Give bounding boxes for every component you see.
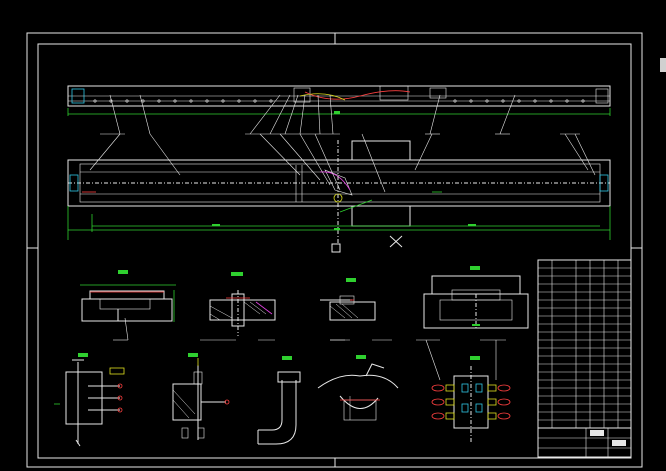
detail-e-bracket: [54, 353, 125, 447]
detail-d-end-view: [423, 266, 529, 330]
detail-c-section: [320, 278, 376, 341]
detail-j-manifold: [416, 339, 511, 444]
plan-view: [67, 133, 611, 253]
detail-f-valve: [172, 353, 230, 440]
top-elevation-view: [67, 85, 611, 116]
bolt-pattern-top: [93, 99, 585, 103]
detail-h-saddle: [317, 339, 399, 421]
leader-lines-top: [100, 94, 580, 135]
scrollbar-thumb[interactable]: [660, 58, 666, 72]
detail-a-section: [80, 270, 176, 341]
detail-b-section: [200, 272, 276, 341]
parts-list-table: [537, 259, 632, 458]
sheet-outer-border: [26, 32, 643, 468]
leader-lines-plan: [89, 133, 596, 193]
detail-g-bent-pipe: [257, 339, 301, 445]
